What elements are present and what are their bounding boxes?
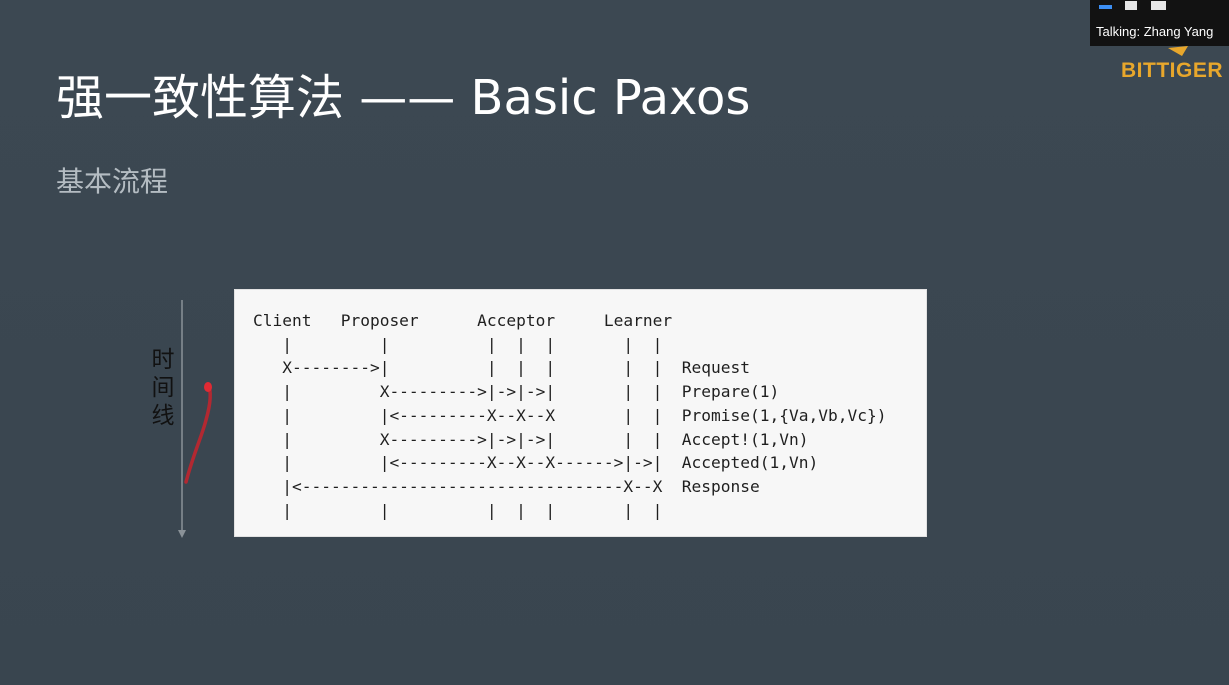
diagram-line: | | | | | | | [253,500,663,520]
diagram-line: | | | | | | | [253,334,663,354]
minimize-icon[interactable] [1099,5,1112,9]
timeline-axis-arrow [178,300,186,538]
timeline-label-char: 间 [151,375,175,401]
diagram-line: | X--------->|->|->| | | Accept!(1,Vn) [253,429,809,449]
bittiger-logo: BITTIGER [1121,59,1223,82]
slide-title: 强一致性算法 —— Basic Paxos [56,70,751,126]
tiger-logo-icon [1168,46,1188,56]
pen-annotation-stroke [184,382,212,484]
window-tile-icon[interactable] [1125,1,1137,10]
window-tile-icon[interactable] [1151,1,1166,10]
diagram-line: | |<---------X--X--X------>|->| Accepted… [253,453,819,473]
diagram-line: X-------->| | | | | | Request [253,358,751,378]
diagram-text-block: Client Proposer Acceptor Learner | | | |… [253,309,886,522]
diagram-line: Client Proposer Acceptor Learner [253,311,673,330]
timeline-label: 时 间 线 [148,346,178,430]
paxos-flow-diagram: Client Proposer Acceptor Learner | | | |… [234,289,927,537]
timeline-label-char: 线 [151,403,175,429]
diagram-line: | |<---------X--X--X | | Promise(1,{Va,V… [253,405,887,425]
talking-indicator: Talking: Zhang Yang [1096,24,1214,39]
diagram-line: |<---------------------------------X--X … [253,476,760,496]
slide-subtitle: 基本流程 [56,165,169,198]
diagram-line: | X--------->|->|->| | | Prepare(1) [253,382,780,402]
timeline-label-char: 时 [151,347,175,373]
